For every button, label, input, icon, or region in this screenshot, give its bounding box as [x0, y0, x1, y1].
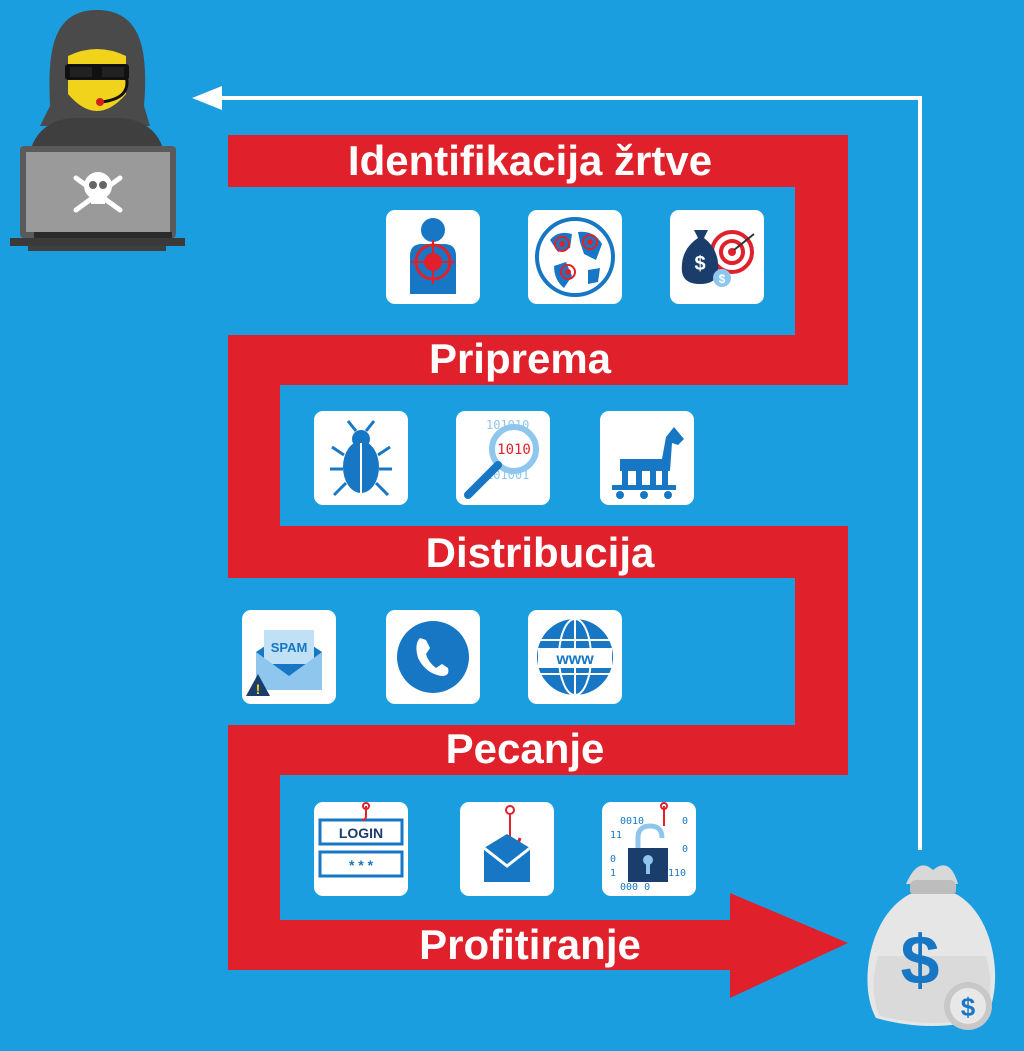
svg-text:0: 0 [682, 816, 688, 827]
login-form-icon: LOGIN * * * [314, 802, 408, 896]
binary-magnifier-icon: 101010 101001 1010 [456, 411, 550, 505]
stage-label-priprema: Priprema [428, 335, 612, 382]
stage-label-distribucija: Distribucija [425, 529, 655, 576]
svg-text:0: 0 [610, 854, 616, 865]
svg-text:www: www [555, 651, 594, 668]
svg-text:* * *: * * * [349, 857, 374, 873]
hooked-envelope-icon [460, 802, 554, 896]
money-bag-dollar: $ [901, 921, 940, 999]
stage-label-pecanje: Pecanje [445, 725, 605, 772]
serpentine-path [228, 135, 848, 998]
svg-text:SPAM: SPAM [271, 640, 308, 655]
hooked-lock-icon: 0010 11 0 0 1 110 0 000 0 [602, 802, 696, 896]
phone-icon [386, 610, 480, 704]
stage-label-identifikacija: Identifikacija žrtve [347, 137, 713, 184]
hacker-icon [10, 10, 185, 251]
svg-text:!: ! [256, 681, 261, 697]
svg-text:0010: 0010 [620, 816, 644, 827]
return-arrow-line [210, 96, 922, 850]
svg-text:000 0: 000 0 [620, 882, 650, 893]
coin-dollar: $ [961, 992, 976, 1022]
svg-text:110: 110 [668, 868, 686, 879]
person-target-icon [386, 210, 480, 304]
globe-target-icon [528, 210, 622, 304]
www-globe-icon: www [528, 610, 622, 704]
svg-text:$: $ [694, 253, 705, 275]
money-bag-target-icon: $ $ [670, 210, 764, 304]
return-arrow-head [192, 86, 222, 110]
bug-icon [314, 411, 408, 505]
svg-text:1: 1 [610, 868, 616, 879]
svg-text:LOGIN: LOGIN [339, 825, 383, 841]
stage-label-profitiranje: Profitiranje [419, 921, 641, 968]
money-bag-icon: $ $ [867, 865, 996, 1030]
svg-text:0: 0 [682, 844, 688, 855]
svg-text:$: $ [719, 272, 726, 286]
svg-text:1010: 1010 [497, 442, 531, 458]
skull-crossbones-icon [73, 172, 123, 213]
spam-envelope-icon: SPAM ! [242, 610, 336, 704]
trojan-horse-icon [600, 411, 694, 505]
svg-text:11: 11 [610, 830, 622, 841]
